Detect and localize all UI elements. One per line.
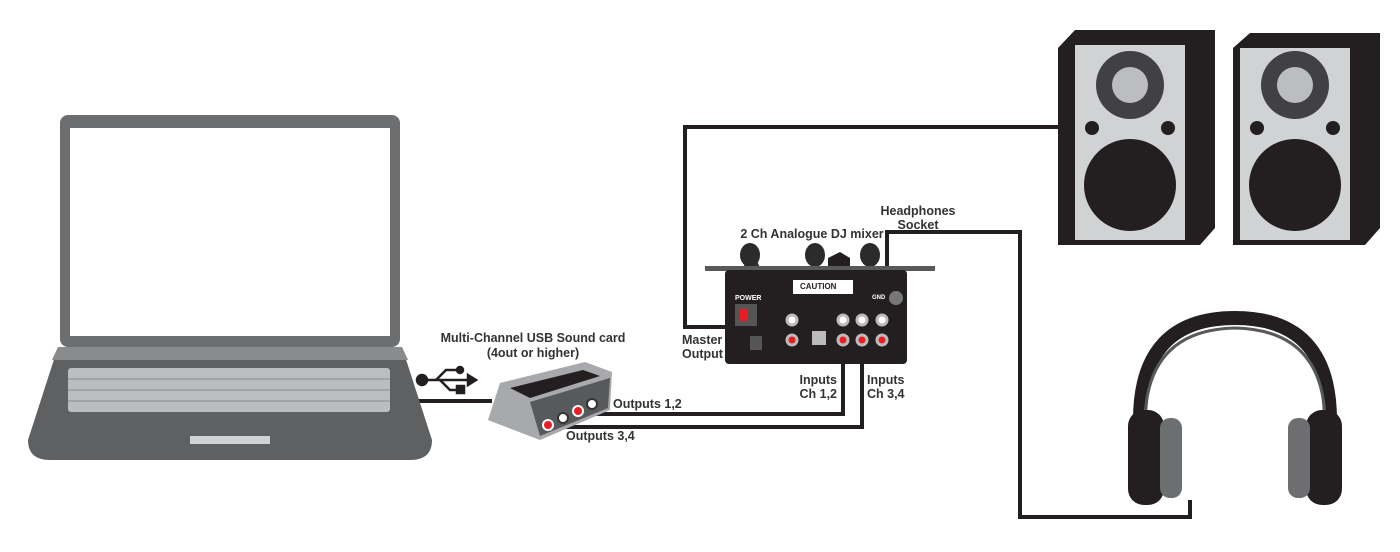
headphones-socket-label-2: Socket (898, 218, 940, 232)
outputs-3-4-cable (555, 340, 864, 429)
inputs-ch34-label-2: Ch 3,4 (867, 387, 905, 401)
headphones (1128, 310, 1342, 505)
outputs-1-2-cable (575, 340, 845, 416)
outputs-34-label: Outputs 3,4 (566, 429, 635, 443)
usb-icon (415, 365, 479, 395)
master-output-label: Master (682, 333, 722, 347)
soundcard-label: Multi-Channel USB Sound card (441, 331, 626, 345)
svg-text:GND: GND (872, 295, 886, 301)
labels: 2 Ch Analogue DJ mixer Headphones Socket… (441, 204, 956, 443)
mixer-label: 2 Ch Analogue DJ mixer (740, 227, 883, 241)
laptop (28, 115, 432, 460)
speaker-right (1233, 33, 1380, 245)
outputs-12-label: Outputs 1,2 (613, 397, 682, 411)
svg-text:CAUTION: CAUTION (800, 282, 837, 291)
inputs-ch12-label-2: Ch 1,2 (799, 387, 837, 401)
usb-sound-card (488, 362, 612, 440)
master-output-label-2: Output (682, 347, 724, 361)
headphones-socket-label: Headphones (880, 204, 955, 218)
inputs-ch34-label: Inputs (867, 373, 905, 387)
headphones-cable (885, 230, 1192, 519)
svg-text:POWER: POWER (735, 295, 761, 302)
inputs-ch12-label: Inputs (800, 373, 838, 387)
soundcard-label-2: (4out or higher) (487, 346, 579, 360)
speaker-left (1058, 30, 1215, 245)
dj-mixer: POWER CAUTION GND (705, 243, 935, 364)
